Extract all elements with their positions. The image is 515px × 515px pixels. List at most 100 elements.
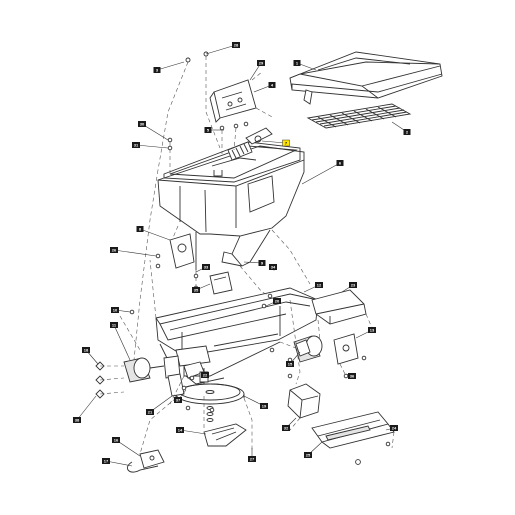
agitator-spring	[227, 127, 273, 161]
callout-25[interactable]: 25	[304, 452, 312, 458]
callout-badge	[403, 129, 411, 135]
callout-badge	[82, 347, 90, 353]
callout-badge	[111, 307, 119, 313]
callout-label: 29	[259, 61, 264, 66]
callout-1[interactable]: 1	[293, 60, 301, 66]
callout-label: 5	[207, 128, 210, 133]
callout-label: 20	[275, 299, 280, 304]
callout-30[interactable]: 30	[138, 121, 146, 127]
callout-label: 18	[84, 348, 89, 353]
callout-32[interactable]: 32	[282, 425, 290, 431]
callout-badge	[268, 82, 276, 88]
callout-34[interactable]: 34	[269, 264, 277, 270]
callout-badge	[110, 247, 118, 253]
callout-label: 35	[194, 288, 199, 293]
callout-3[interactable]: 3	[153, 67, 161, 73]
bearing-assembly	[206, 339, 311, 422]
hardware-fasteners	[129, 51, 391, 465]
callout-label: 26	[112, 248, 117, 253]
assembly-lines	[99, 56, 395, 455]
callout-20[interactable]: 20	[273, 298, 281, 304]
callout-7[interactable]: 7	[282, 139, 290, 147]
callout-17[interactable]: 17	[102, 458, 110, 464]
callout-badge	[202, 264, 210, 270]
callout-badge	[112, 437, 120, 443]
callout-label: 23	[351, 283, 356, 288]
callout-badge	[248, 456, 256, 462]
callout-badge	[232, 42, 240, 48]
callout-badge	[282, 425, 290, 431]
callout-36[interactable]: 36	[348, 373, 356, 379]
callout-label: 24	[392, 426, 397, 431]
callout-badge	[269, 264, 277, 270]
handle-clamp	[127, 449, 165, 473]
callout-badge	[204, 127, 212, 133]
callout-15[interactable]: 15	[286, 361, 294, 367]
callout-24[interactable]: 24	[390, 425, 398, 431]
callout-badge	[293, 60, 301, 66]
callout-badge	[176, 427, 184, 433]
callout-9[interactable]: 9	[258, 260, 266, 266]
callout-18[interactable]: 18	[82, 347, 90, 353]
leader-line-26	[113, 249, 157, 257]
callout-21[interactable]: 21	[146, 409, 154, 415]
callout-35[interactable]: 35	[192, 287, 200, 293]
hopper-body	[157, 141, 305, 267]
callout-badge	[153, 67, 161, 73]
callout-31[interactable]: 31	[132, 142, 140, 148]
callout-12[interactable]: 12	[315, 282, 323, 288]
callout-6[interactable]: 6	[336, 160, 344, 166]
callout-label: 14	[178, 428, 183, 433]
callout-4[interactable]: 4	[268, 82, 276, 88]
callout-badge	[258, 260, 266, 266]
callout-badge	[201, 372, 209, 378]
callout-23[interactable]: 23	[349, 282, 357, 288]
callout-label: 28	[234, 43, 239, 48]
leader-line-30	[141, 123, 169, 141]
callout-26[interactable]: 26	[110, 247, 118, 253]
callout-10[interactable]: 10	[111, 307, 119, 313]
callout-37[interactable]: 37	[174, 397, 182, 403]
callout-badge	[132, 142, 140, 148]
callout-16[interactable]: 16	[112, 437, 120, 443]
callout-badge	[349, 282, 357, 288]
callout-badge	[348, 373, 356, 379]
callout-2[interactable]: 2	[403, 129, 411, 135]
callout-label: 9	[261, 261, 264, 266]
hopper-screen	[306, 103, 412, 129]
callout-label: 37	[176, 398, 181, 403]
leader-line-3	[156, 61, 185, 71]
callout-badge	[174, 397, 182, 403]
callout-badge	[138, 121, 146, 127]
callout-13[interactable]: 13	[368, 327, 376, 333]
callout-badge	[336, 160, 344, 166]
callout-28[interactable]: 28	[232, 42, 240, 48]
callout-label: 30	[140, 122, 145, 127]
callout-29[interactable]: 29	[257, 60, 265, 66]
callout-label: 31	[134, 143, 139, 148]
callout-label: 6	[339, 161, 342, 166]
callout-label: 10	[113, 308, 118, 313]
callout-label: 25	[306, 453, 311, 458]
callout-38[interactable]: 38	[73, 417, 81, 423]
callout-22[interactable]: 22	[201, 372, 209, 378]
leader-line-6	[301, 162, 341, 185]
callout-19[interactable]: 19	[260, 403, 268, 409]
callout-label: 3	[156, 68, 159, 73]
callout-14[interactable]: 14	[176, 427, 184, 433]
callout-8[interactable]: 8	[136, 226, 144, 232]
callout-badge	[368, 327, 376, 333]
callout-label: 4	[271, 83, 274, 88]
callout-5[interactable]: 5	[204, 127, 212, 133]
deflector-plate	[311, 411, 395, 449]
callout-label: 2	[406, 130, 409, 135]
lower-mount-bracket	[209, 271, 233, 295]
hopper-cover	[289, 51, 443, 105]
leader-line-28	[205, 44, 237, 55]
callout-27[interactable]: 27	[248, 456, 256, 462]
leader-line-38	[76, 395, 97, 421]
callout-33[interactable]: 33	[202, 264, 210, 270]
callout-badge	[257, 60, 265, 66]
callout-11[interactable]: 11	[110, 322, 118, 328]
